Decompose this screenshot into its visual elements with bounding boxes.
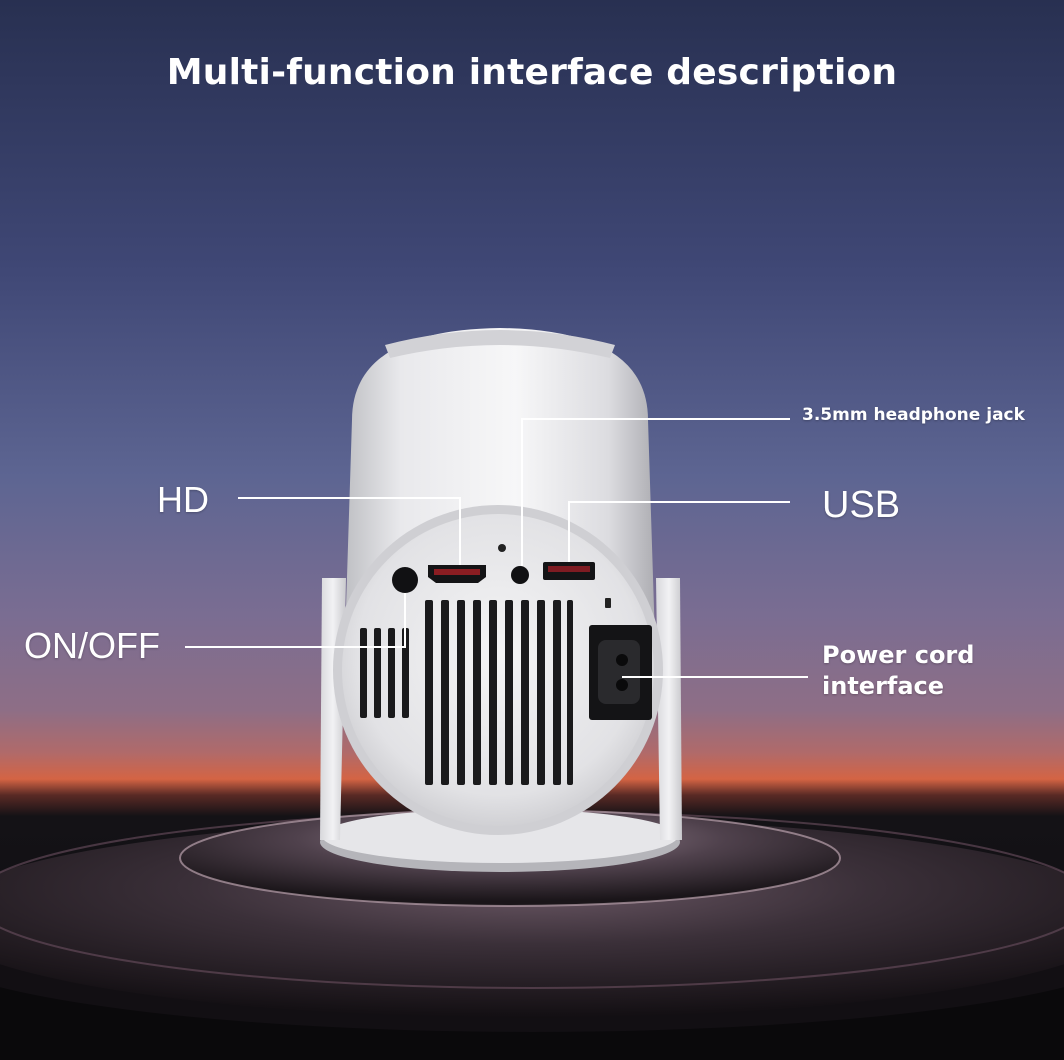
jack-callout-line <box>521 418 790 566</box>
onoff-callout-line <box>185 593 406 648</box>
center-vent <box>425 600 573 785</box>
power-cord-label-line2: interface <box>822 672 945 700</box>
usb-callout-line <box>568 501 790 562</box>
usb-label: USB <box>822 484 901 526</box>
callout-lines <box>185 418 808 678</box>
projector-device <box>320 328 682 872</box>
hd-label: HD <box>157 479 209 520</box>
headphone-jack-label: 3.5mm headphone jack <box>802 405 1025 425</box>
power-cord-label: Power cord interface <box>822 640 974 702</box>
power-cord-label-line1: Power cord <box>822 641 975 669</box>
power-button <box>392 567 418 593</box>
headphone-jack <box>511 566 529 584</box>
on-off-label: ON/OFF <box>24 625 160 666</box>
hd-callout-line <box>238 497 461 565</box>
left-vent <box>360 628 409 718</box>
page-title: Multi-function interface description <box>166 52 898 93</box>
display-platform <box>0 809 1064 1060</box>
